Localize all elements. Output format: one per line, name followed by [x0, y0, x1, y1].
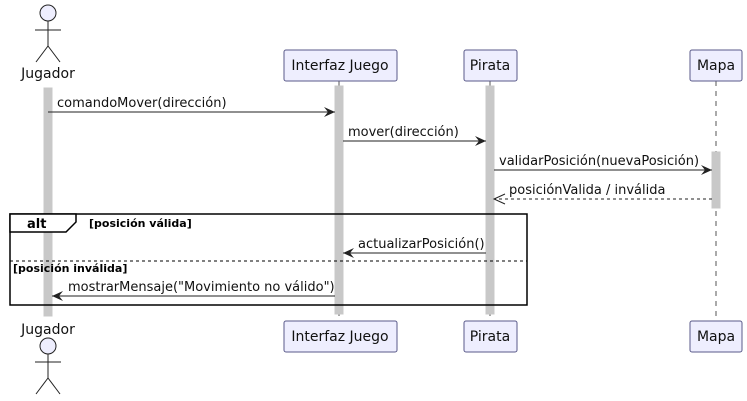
message-6-label: mostrarMensaje("Movimiento no válido")	[68, 280, 335, 295]
actor-head-icon	[39, 4, 57, 22]
message-3-label: validarPosición(nuevaPosición)	[499, 154, 699, 169]
alt-fragment: alt [posición válida] [posición inválida…	[9, 213, 528, 306]
participant-mapa-top: Mapa	[689, 49, 743, 82]
activation-jugador	[43, 87, 53, 317]
activation-mapa	[711, 151, 721, 209]
participant-pirata-top: Pirata	[463, 49, 518, 82]
message-1-label: comandoMover(dirección)	[57, 96, 227, 111]
message-1: comandoMover(dirección)	[48, 96, 335, 117]
participant-interfaz-bottom: Interfaz Juego	[283, 320, 398, 353]
actor-jugador-bottom: Jugador	[20, 322, 75, 395]
participant-interfaz-bottom-label: Interfaz Juego	[291, 329, 388, 345]
activation-interfaz	[334, 85, 344, 315]
alt-kind-label: alt	[27, 217, 46, 232]
actor-jugador-label: Jugador	[20, 66, 75, 82]
alt-guard-2: [posición inválida]	[13, 262, 127, 275]
participant-pirata-bottom-label: Pirata	[470, 329, 510, 345]
participant-pirata-bottom: Pirata	[463, 320, 518, 353]
message-4: posiciónValida / inválida	[492, 183, 712, 205]
actor-jugador-bottom-label: Jugador	[20, 322, 75, 338]
participant-mapa-bottom: Mapa	[689, 320, 743, 353]
message-5-label: actualizarPosición()	[358, 237, 485, 252]
participant-mapa-bottom-label: Mapa	[697, 329, 735, 345]
message-4-label: posiciónValida / inválida	[509, 183, 665, 198]
message-5: actualizarPosición()	[343, 237, 486, 258]
actor-jugador-top: Jugador	[20, 4, 75, 82]
message-3: validarPosición(nuevaPosición)	[494, 154, 712, 175]
message-2-label: mover(dirección)	[348, 125, 459, 140]
activation-pirata	[485, 85, 495, 315]
alt-frame	[9, 213, 528, 306]
actor-head-icon	[39, 337, 57, 355]
message-6: mostrarMensaje("Movimiento no válido")	[52, 280, 335, 301]
participant-interfaz-label: Interfaz Juego	[291, 58, 388, 74]
participant-interfaz-top: Interfaz Juego	[283, 49, 398, 82]
participant-pirata-label: Pirata	[470, 58, 510, 74]
alt-guard-1: [posición válida]	[89, 217, 192, 230]
participant-mapa-label: Mapa	[697, 58, 735, 74]
message-2: mover(dirección)	[343, 125, 486, 146]
